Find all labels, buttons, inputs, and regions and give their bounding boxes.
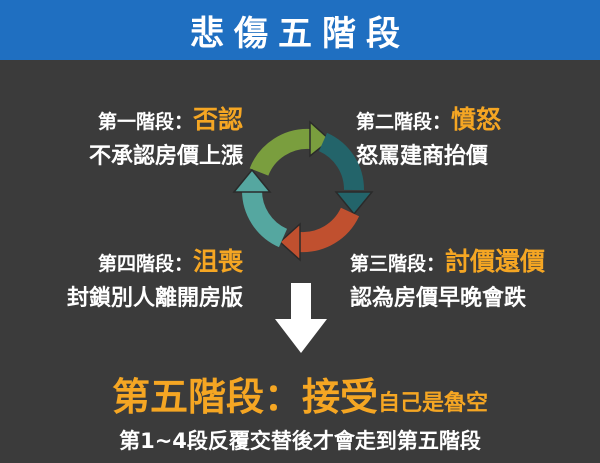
stage-2-desc: 怒罵建商抬價 bbox=[356, 144, 489, 169]
page-title: 悲傷五階段 bbox=[0, 0, 600, 60]
stage-3-label: 第三階段： bbox=[350, 253, 446, 275]
stage-4-name: 沮喪 bbox=[192, 247, 243, 276]
stage-1: 第一階段：否認 不承認房價上漲 bbox=[28, 100, 243, 170]
cycle-arrowhead-bottom-right bbox=[278, 222, 301, 262]
cycle-arrowhead-top-left bbox=[309, 120, 332, 158]
final-stage-name: 接受 bbox=[301, 375, 378, 419]
cycle-arc-bottom-left bbox=[241, 189, 288, 248]
final-stage-label: 第五階段： bbox=[111, 375, 302, 419]
cycle-arc-top-right bbox=[318, 132, 365, 191]
final-stage-note: 自己是魯空 bbox=[378, 391, 489, 416]
stage-2-label: 第二階段： bbox=[356, 111, 452, 133]
stage-1-name: 否認 bbox=[192, 105, 243, 134]
cycle-arrowhead-bottom-left bbox=[232, 168, 272, 193]
final-stage-subtitle: 第1~4段反覆交替後才會走到第五階段 bbox=[119, 429, 481, 453]
cycle-arc-bottom-right bbox=[299, 207, 360, 253]
cycle-arrows-diagram bbox=[232, 120, 374, 262]
final-stage: 第五階段：接受自己是魯空 第1~4段反覆交替後才會走到第五階段 bbox=[0, 366, 600, 455]
stage-4-desc: 封鎖別人離開房版 bbox=[66, 286, 243, 311]
stage-2: 第二階段：憤怒 怒罵建商抬價 bbox=[356, 100, 586, 170]
stage-1-desc: 不承認房價上漲 bbox=[88, 144, 243, 169]
cycle-arc-top-left bbox=[249, 128, 311, 177]
down-arrow-icon bbox=[275, 283, 327, 353]
stage-1-label: 第一階段： bbox=[97, 111, 193, 133]
cycle-arrowhead-top-right bbox=[334, 191, 374, 216]
stage-3-name: 討價還價 bbox=[445, 247, 546, 276]
stage-2-name: 憤怒 bbox=[451, 105, 502, 134]
stage-3-desc: 認為房價早晚會跌 bbox=[350, 286, 527, 311]
stage-3: 第三階段：討價還價 認為房價早晚會跌 bbox=[350, 242, 590, 312]
stage-4-label: 第四階段： bbox=[97, 253, 193, 275]
stage-4: 第四階段：沮喪 封鎖別人離開房版 bbox=[8, 242, 243, 312]
